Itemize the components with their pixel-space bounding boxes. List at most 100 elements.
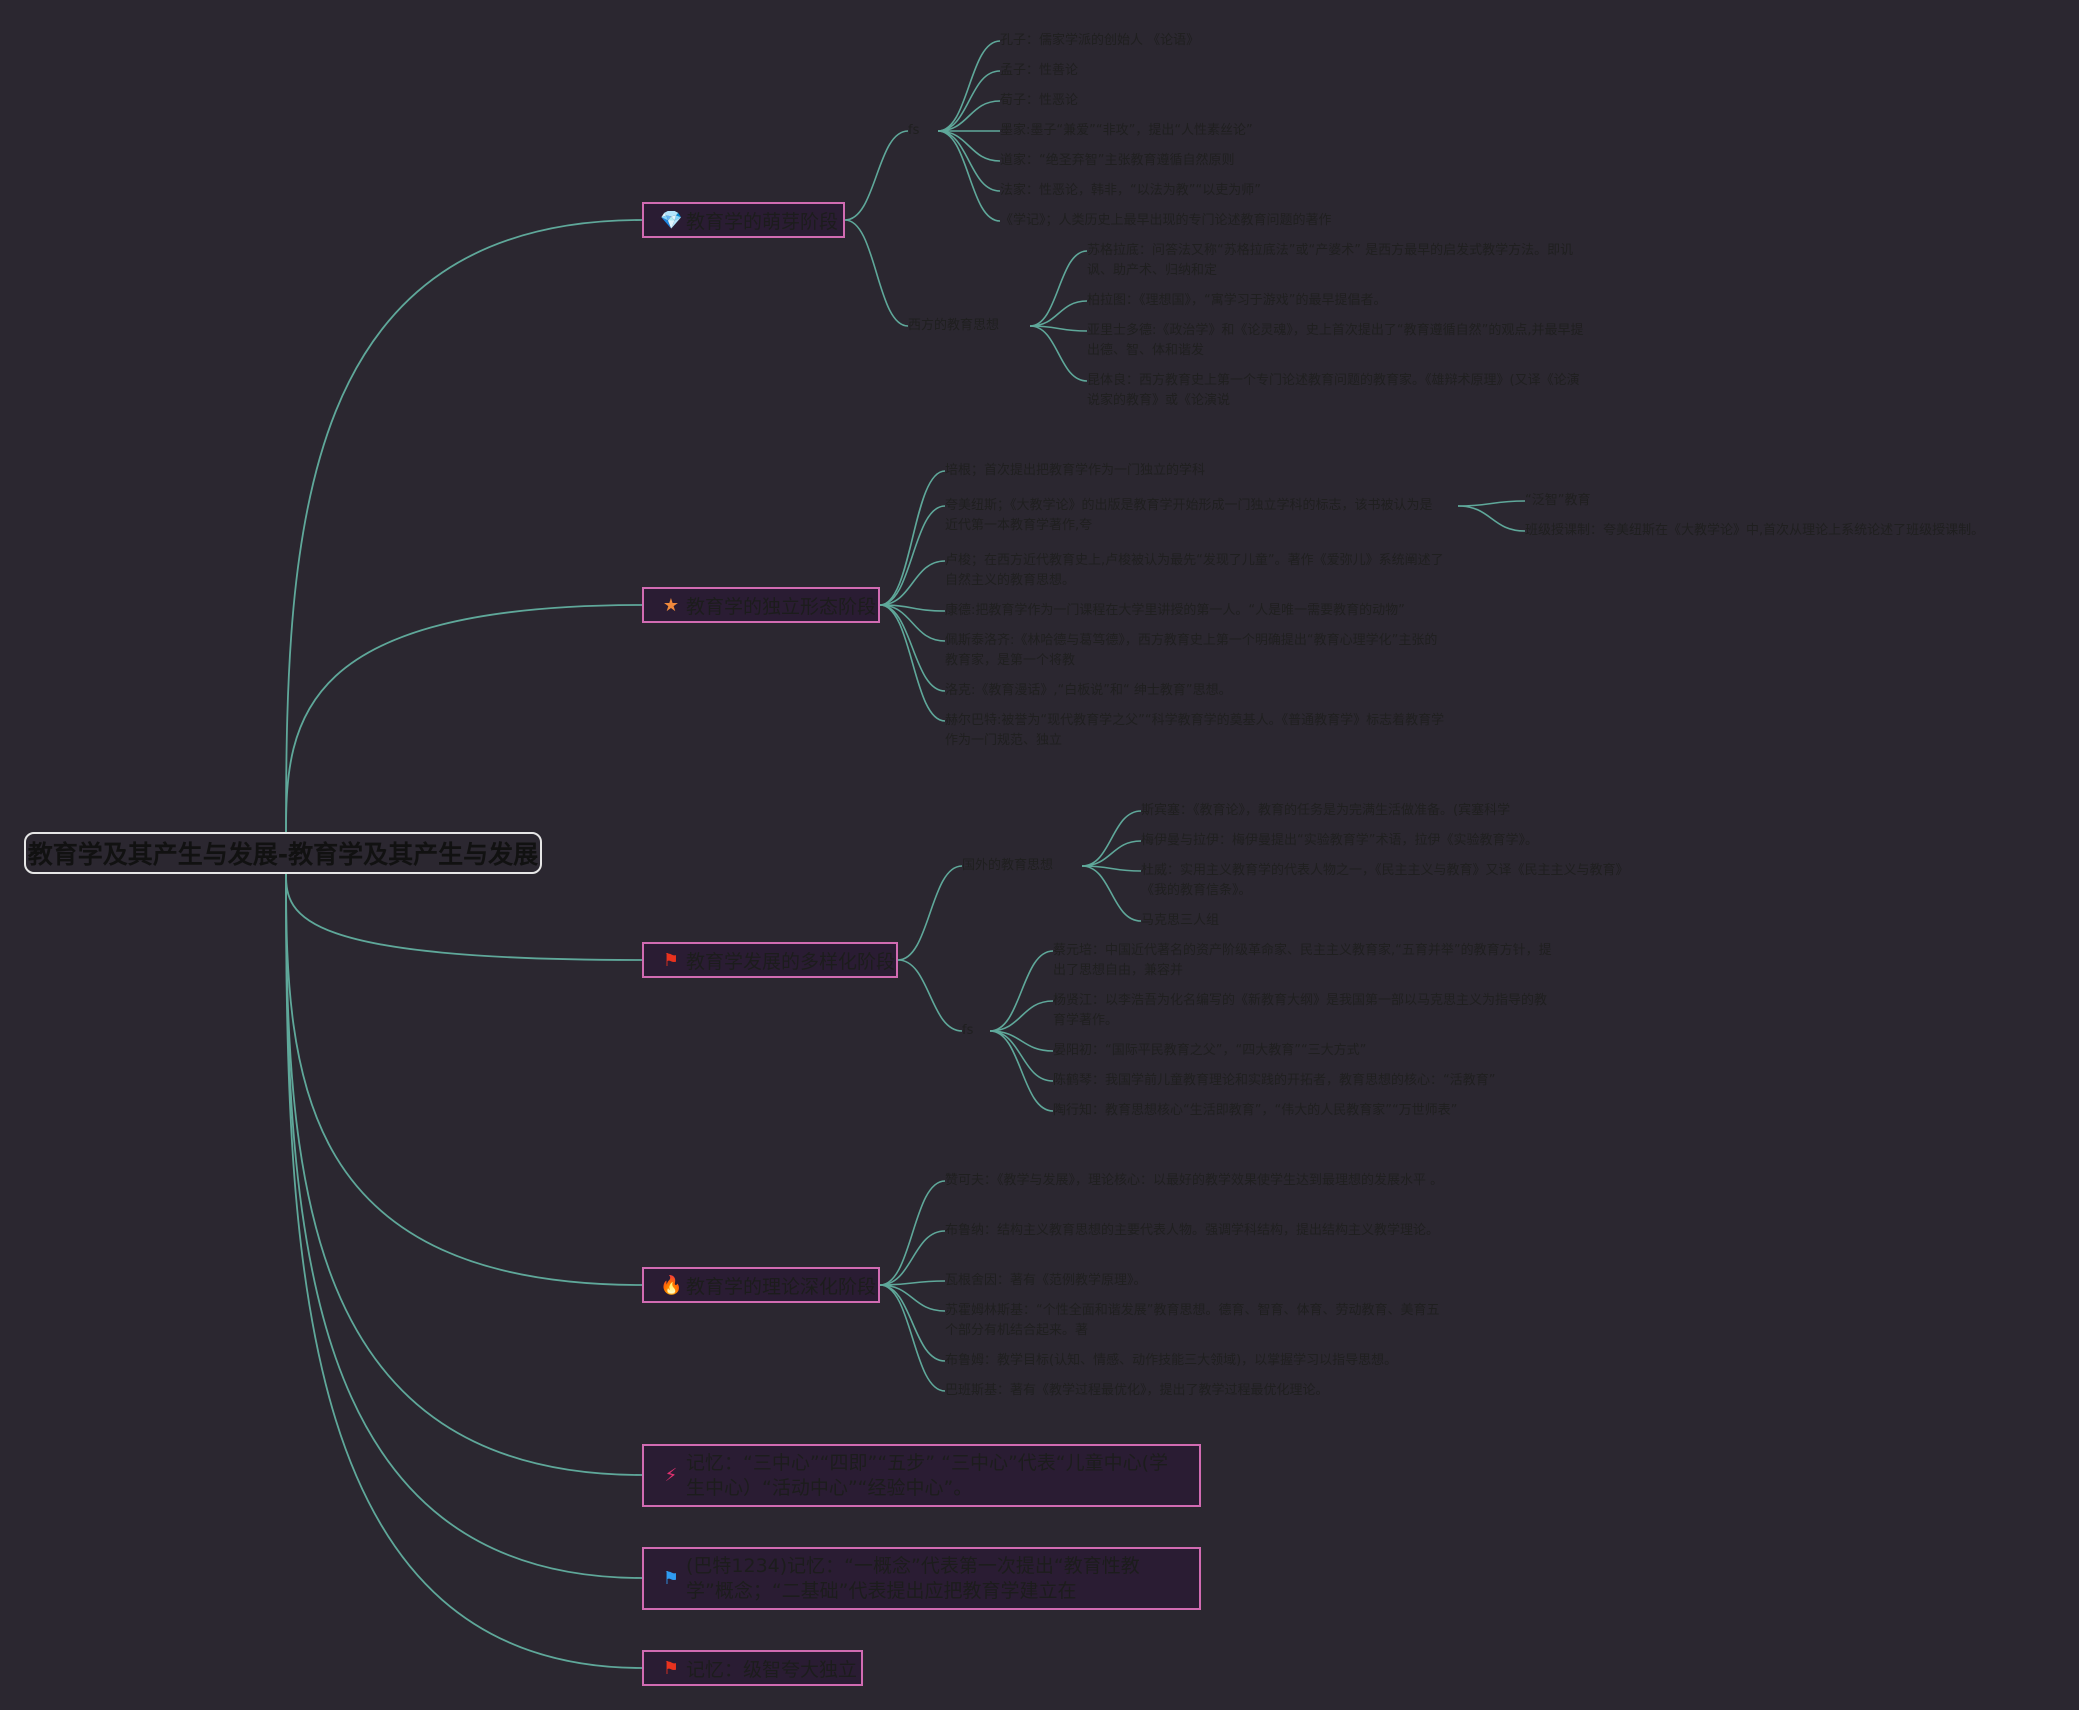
leaf[interactable]: 培根；首次提出把教育学作为一门独立的学科 (945, 463, 1206, 478)
connector-line (989, 1000, 1054, 1032)
connector-line (844, 130, 909, 221)
leaf[interactable]: 瓦根舍因：著有《范例教学原理》。 (945, 1273, 1147, 1288)
leaf[interactable]: 晏阳初：“国际平民教育之父”，“四大教育”“三大方式” (1053, 1043, 1367, 1058)
connector-line (879, 1180, 946, 1286)
leaf[interactable]: 孔子：儒家学派的创始人 《论语》 (1000, 33, 1200, 48)
connector-line (937, 130, 1001, 192)
connector-line (879, 604, 946, 692)
leaf[interactable]: 陈鹤琴：我国学前儿童教育理论和实践的开拓者，教育思想的核心：“活教育” (1053, 1073, 1496, 1088)
leaf[interactable]: 昆体良：西方教育史上第一个专门论述教育问题的教育家。《雄辩术原理》(又译《论演说… (1087, 373, 1580, 408)
connector-line (989, 1030, 1054, 1082)
branch-independent-stage[interactable]: ★ 教育学的独立形态阶段 (642, 587, 880, 623)
sub-leaf[interactable]: “泛智”教育 (1525, 493, 1591, 508)
sub-topic-foreign-thought[interactable]: 国外的教育思想 (962, 858, 1054, 873)
sub-leaf[interactable]: 班级授课制：夸美纽斯在《大教学论》中,首次从理论上系统论述了班级授课制。 (1525, 523, 1985, 538)
branch-label: 记忆：“三中心”“四即”“五步” “三中心”代表“儿童中心(学生中心）“活动中心… (686, 1451, 1169, 1499)
leaf[interactable]: 墨家:墨子“兼爱”“非攻”，提出“人性素丝论” (1000, 123, 1253, 138)
root-topic[interactable]: 教育学及其产生与发展-教育学及其产生与发展 (24, 832, 542, 874)
root-connector-line (285, 873, 643, 1476)
branch-memory-independence[interactable]: ⚑ 记忆：级智夸大独立 (642, 1650, 863, 1686)
leaf[interactable]: 蔡元培：中国近代著名的资产阶级革命家、民主主义教育家,“五育并举”的教育方针，提… (1053, 943, 1552, 978)
branch-label: 教育学的理论深化阶段 (686, 1275, 877, 1298)
flame-icon: 🔥 (660, 1274, 683, 1296)
branch-memory-herbart[interactable]: ⚑ (巴特1234)记忆：“一概念”代表第一次提出“教育性教学”概念；“二基础”… (642, 1547, 1201, 1610)
connector-line (989, 1030, 1054, 1052)
root-connector-line (285, 219, 643, 833)
connector-line (879, 470, 946, 606)
connector-line (937, 130, 1001, 162)
connector-line (1457, 500, 1526, 507)
connector-line (1029, 250, 1088, 327)
connector-line (879, 604, 946, 722)
diamond-icon: 💎 (660, 209, 683, 231)
connector-line (1029, 325, 1088, 382)
branch-sprouting-stage[interactable]: 💎 教育学的萌芽阶段 (642, 202, 845, 238)
leaf[interactable]: 法家：性恶论，韩非，“以法为教”“以吏为师” (1000, 183, 1261, 198)
connector-line (897, 959, 963, 1032)
leaf[interactable]: 杨贤江：以李浩吾为化名编写的《新教育大纲》是我国第一部以马克思主义为指导的教育学… (1053, 993, 1548, 1028)
red-flag-icon: ⚑ (662, 949, 680, 971)
branch-label: (巴特1234)记忆：“一概念”代表第一次提出“教育性教学”概念；“二基础”代表… (686, 1554, 1140, 1602)
leaf[interactable]: 卢梭；在西方近代教育史上,卢梭被认为最先“发现了儿童”。著作《爱弥儿》系统阐述了… (945, 553, 1444, 588)
leaf[interactable]: 梅伊曼与拉伊：梅伊曼提出“实验教育学”术语，拉伊《实验教育学》。 (1141, 833, 1538, 848)
branch-label: 教育学的萌芽阶段 (686, 210, 839, 233)
leaf[interactable]: 亚里士多德:《政治学》和《论灵魂》，史上首次提出了“教育遵循自然”的观点,并最早… (1087, 323, 1584, 358)
magic-wand-icon: ⚡ (664, 1465, 678, 1486)
connector-line (937, 130, 1001, 222)
branch-label: 教育学发展的多样化阶段 (686, 950, 896, 973)
leaf-comenius[interactable]: 夸美纽斯；《大教学论》的出版是教育学开始形成一门独立学科的标志，该书被认为是近代… (945, 498, 1433, 533)
leaf[interactable]: 道家：“绝圣弃智”主张教育遵循自然原则 (1000, 153, 1235, 168)
connector-line (879, 505, 946, 606)
leaf[interactable]: 孟子：性善论 (1000, 63, 1079, 78)
connector-line (989, 950, 1054, 1032)
connector-line (937, 40, 1001, 132)
leaf[interactable]: 洛克:《教育漫话》,“白板说”和“ 绅士教育”思想。 (945, 683, 1232, 698)
leaf[interactable]: 《学记》；人类历史上最早出现的专门论述教育问题的著作 (1000, 213, 1332, 228)
leaf[interactable]: 布鲁纳：结构主义教育思想的主要代表人物。强调学科结构，提出结构主义教学理论。 (945, 1223, 1440, 1238)
leaf[interactable]: 赞可夫：《教学与发展》，理论核心：以最好的教学效果使学生达到最理想的发展水平 。 (945, 1173, 1444, 1188)
leaf[interactable]: 陶行知：教育思想核心“生活即教育”，“伟大的人民教育家”“万世师表” (1053, 1103, 1458, 1118)
leaf[interactable]: 苏格拉底：问答法又称“苏格拉底法”或“产婆术” 是西方最早的启发式教学方法。即讥… (1087, 243, 1574, 278)
red-flag-icon: ⚑ (662, 1657, 680, 1679)
root-connector-line (285, 873, 643, 1669)
leaf[interactable]: 马克思三人组 (1141, 913, 1220, 928)
connector-line (879, 1230, 946, 1286)
connector-line (1081, 865, 1142, 922)
star-icon: ★ (662, 594, 680, 616)
root-connector-line (285, 873, 643, 961)
leaf[interactable]: 巴班斯基：著有《教学过程最优化》，提出了教学过程最优化理论。 (945, 1383, 1329, 1398)
branch-label: 教育学的独立形态阶段 (686, 595, 877, 618)
root-connector-line (285, 604, 643, 833)
connector-line (1457, 505, 1526, 532)
connector-line (879, 1284, 946, 1312)
leaf[interactable]: 柏拉图：《理想国》，“寓学习于游戏”的最早提倡者。 (1087, 293, 1387, 308)
branch-memory-three-centers[interactable]: ⚡ 记忆：“三中心”“四即”“五步” “三中心”代表“儿童中心(学生中心）“活动… (642, 1444, 1201, 1507)
connector-line (937, 100, 1001, 132)
connector-line (1029, 300, 1088, 327)
connector-line (1081, 810, 1142, 867)
leaf[interactable]: 赫尔巴特:被誉为“现代教育学之父”“科学教育学的奠基人。《普通教育学》标志着教育… (945, 713, 1445, 748)
connector-line (989, 1030, 1054, 1112)
sub-topic-western-thought[interactable]: 西方的教育思想 (908, 318, 1000, 333)
leaf[interactable]: 杜威：实用主义教育学的代表人物之一，《民主主义与教育》又译《民主主义与教育》《我… (1141, 863, 1629, 898)
connector-line (879, 604, 946, 642)
sub-topic-fs[interactable]: fs (908, 123, 920, 138)
connector-line (879, 1284, 946, 1392)
branch-theory-deepening-stage[interactable]: 🔥 教育学的理论深化阶段 (642, 1267, 880, 1303)
connector-line (1029, 325, 1088, 332)
leaf[interactable]: 康德:把教育学作为一门课程在大学里讲授的第一人。“人是唯一需要教育的动物” (945, 603, 1405, 618)
branch-diversified-stage[interactable]: ⚑ 教育学发展的多样化阶段 (642, 942, 898, 978)
leaf[interactable]: 佩斯泰洛齐:《林哈德与葛笃德》，西方教育史上第一个明确提出“教育心理学化”主张的… (945, 633, 1438, 668)
branch-label: 记忆：级智夸大独立 (686, 1658, 858, 1681)
connector-line (1081, 840, 1142, 867)
root-connector-line (285, 873, 643, 1286)
sub-topic-fs[interactable]: fs (962, 1023, 974, 1038)
leaf[interactable]: 荀子：性恶论 (1000, 93, 1079, 108)
leaf[interactable]: 苏霍姆林斯基：“个性全面和谐发展”教育思想。德育、智育、体育、劳动教育、美育五个… (945, 1303, 1440, 1338)
connector-line (897, 865, 963, 961)
leaf[interactable]: 布鲁姆：教学目标(认知、情感、动作技能三大领域)，以掌握学习以指导思想。 (945, 1353, 1398, 1368)
leaf[interactable]: 斯宾塞：《教育论》，教育的任务是为完满生活做准备。(宾塞科学 (1141, 803, 1511, 818)
connector-line (879, 560, 946, 606)
connector-line (1081, 865, 1142, 872)
